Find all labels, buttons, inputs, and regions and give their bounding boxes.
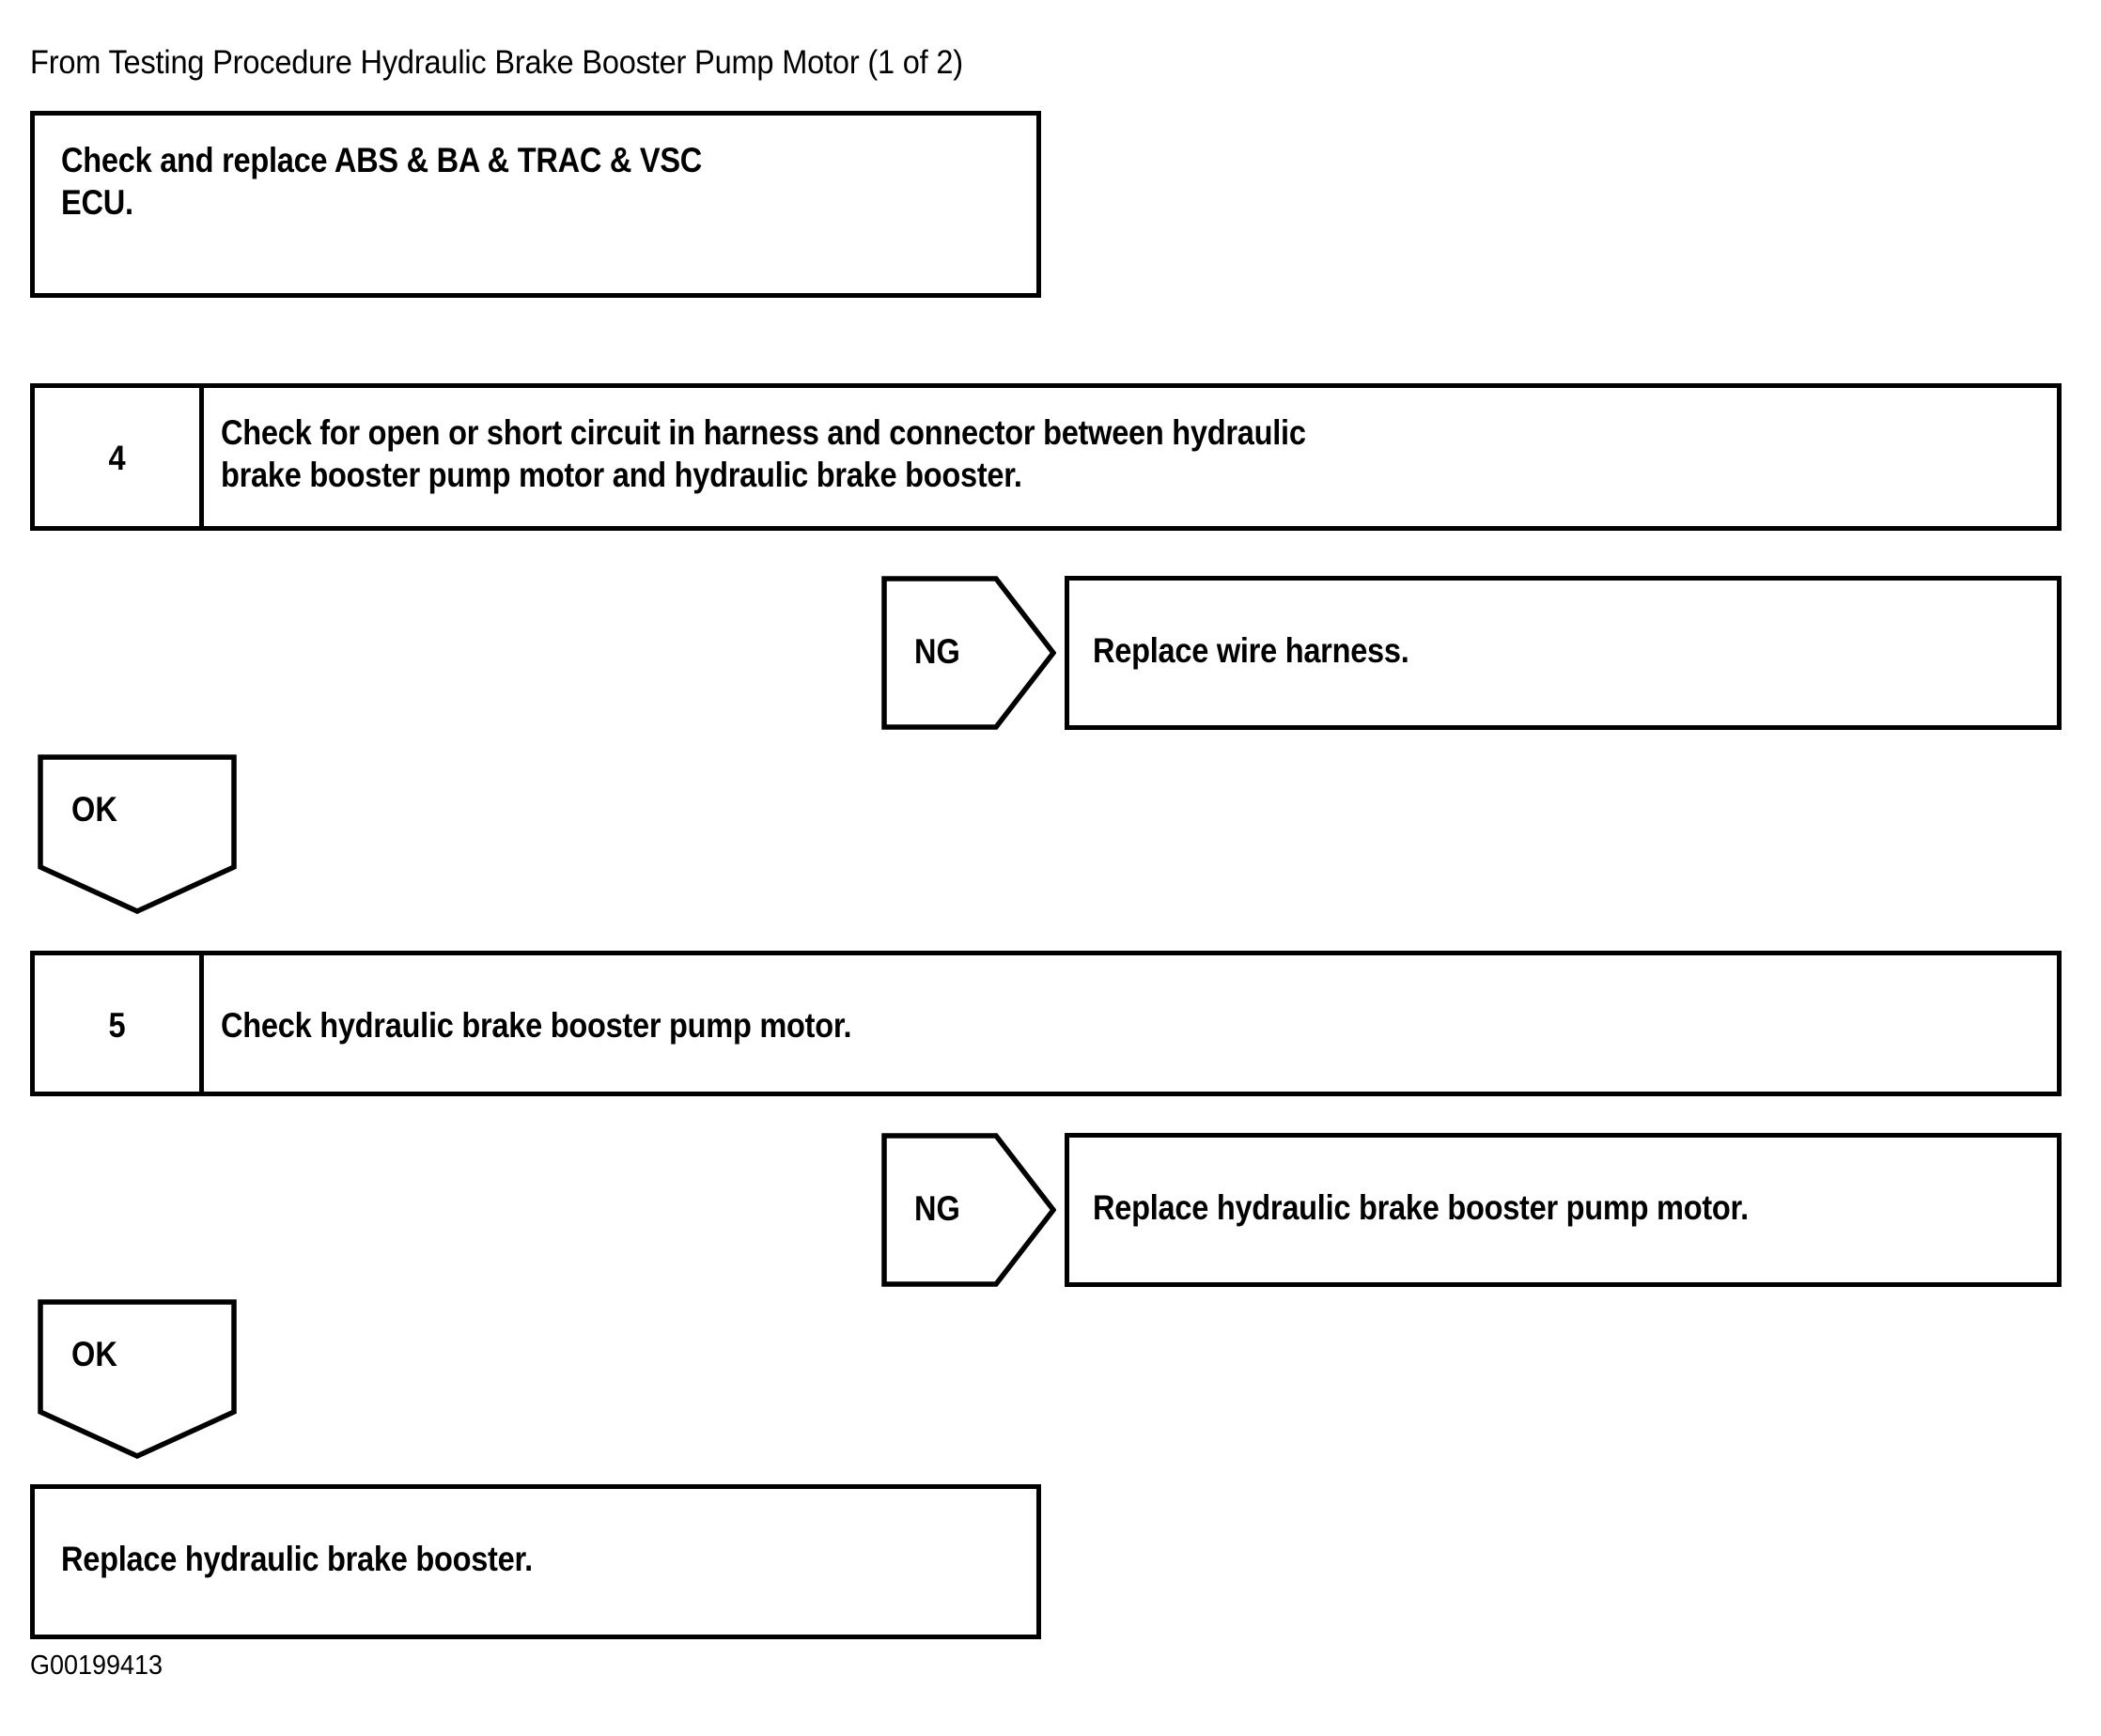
step-box-4-number: 4	[108, 439, 126, 477]
page-header-text: From Testing Procedure Hydraulic Brake B…	[30, 44, 963, 81]
branch-arrow-ng-step4: NG	[881, 576, 1056, 730]
step-box-5: 5 Check hydraulic brake booster pump mot…	[30, 951, 2062, 1096]
result-box-replace-pump-motor: Replace hydraulic brake booster pump mot…	[1065, 1133, 2062, 1287]
step-box-5-divider	[199, 955, 204, 1092]
step-box-4-divider	[199, 388, 204, 526]
action-box-replace-hydraulic-brake-booster: Replace hydraulic brake booster.	[30, 1484, 1041, 1639]
branch-arrow-ok-step5-label: OK	[71, 1335, 117, 1373]
branch-arrow-ok-step5: OK	[38, 1299, 237, 1459]
figure-id-label: G00199413	[30, 1651, 163, 1681]
branch-arrow-ng-step5-label: NG	[914, 1189, 960, 1228]
step-box-4-label: Check for open or short circuit in harne…	[221, 413, 1306, 494]
action-box-check-replace-ecu-label: Check and replace ABS & BA & TRAC & VSC …	[61, 141, 703, 222]
result-box-replace-pump-motor-label: Replace hydraulic brake booster pump mot…	[1093, 1188, 1749, 1227]
branch-arrow-ng-step5: NG	[881, 1133, 1056, 1287]
branch-arrow-ng-step4-label: NG	[914, 632, 960, 671]
branch-arrow-ok-step4-label: OK	[71, 790, 117, 829]
action-box-replace-hydraulic-brake-booster-label: Replace hydraulic brake booster.	[61, 1540, 533, 1578]
result-box-replace-wire-harness-label: Replace wire harness.	[1093, 631, 1409, 670]
step-box-5-number: 5	[108, 1006, 126, 1045]
branch-arrow-ok-step4: OK	[38, 754, 237, 914]
result-box-replace-wire-harness: Replace wire harness.	[1065, 576, 2062, 730]
step-box-4: 4 Check for open or short circuit in har…	[30, 383, 2062, 531]
action-box-check-replace-ecu: Check and replace ABS & BA & TRAC & VSC …	[30, 111, 1041, 298]
step-box-5-label: Check hydraulic brake booster pump motor…	[221, 1006, 852, 1045]
